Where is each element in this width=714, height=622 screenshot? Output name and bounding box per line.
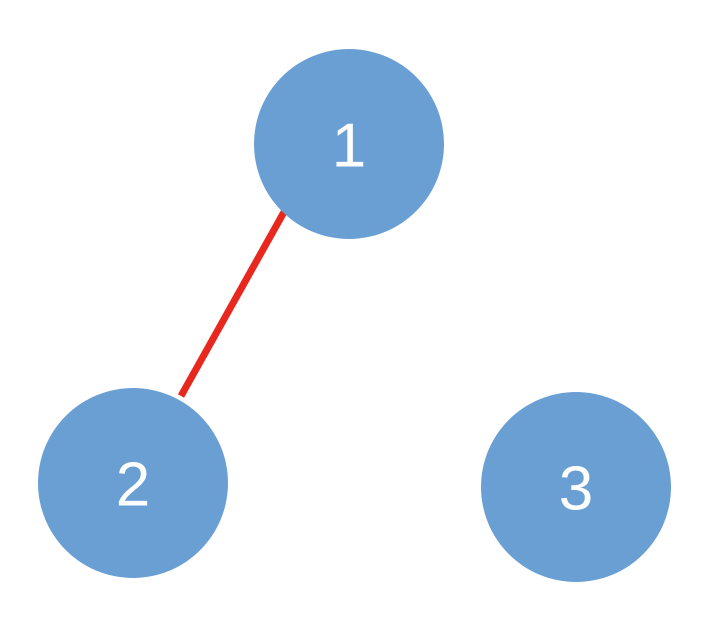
node-label: 3 bbox=[559, 455, 593, 524]
graph-node-3[interactable]: 3 bbox=[481, 392, 671, 582]
edge-layer bbox=[177, 210, 288, 398]
node-circle[interactable] bbox=[481, 392, 671, 582]
graph-node-2[interactable]: 2 bbox=[38, 388, 228, 578]
graph-node-1[interactable]: 1 bbox=[254, 49, 444, 239]
graph-edge-1-2[interactable] bbox=[177, 210, 288, 398]
node-circle[interactable] bbox=[38, 388, 228, 578]
node-layer: 1 2 3 bbox=[38, 49, 671, 582]
node-label: 2 bbox=[116, 451, 150, 520]
node-circle[interactable] bbox=[254, 49, 444, 239]
node-label: 1 bbox=[332, 112, 366, 181]
